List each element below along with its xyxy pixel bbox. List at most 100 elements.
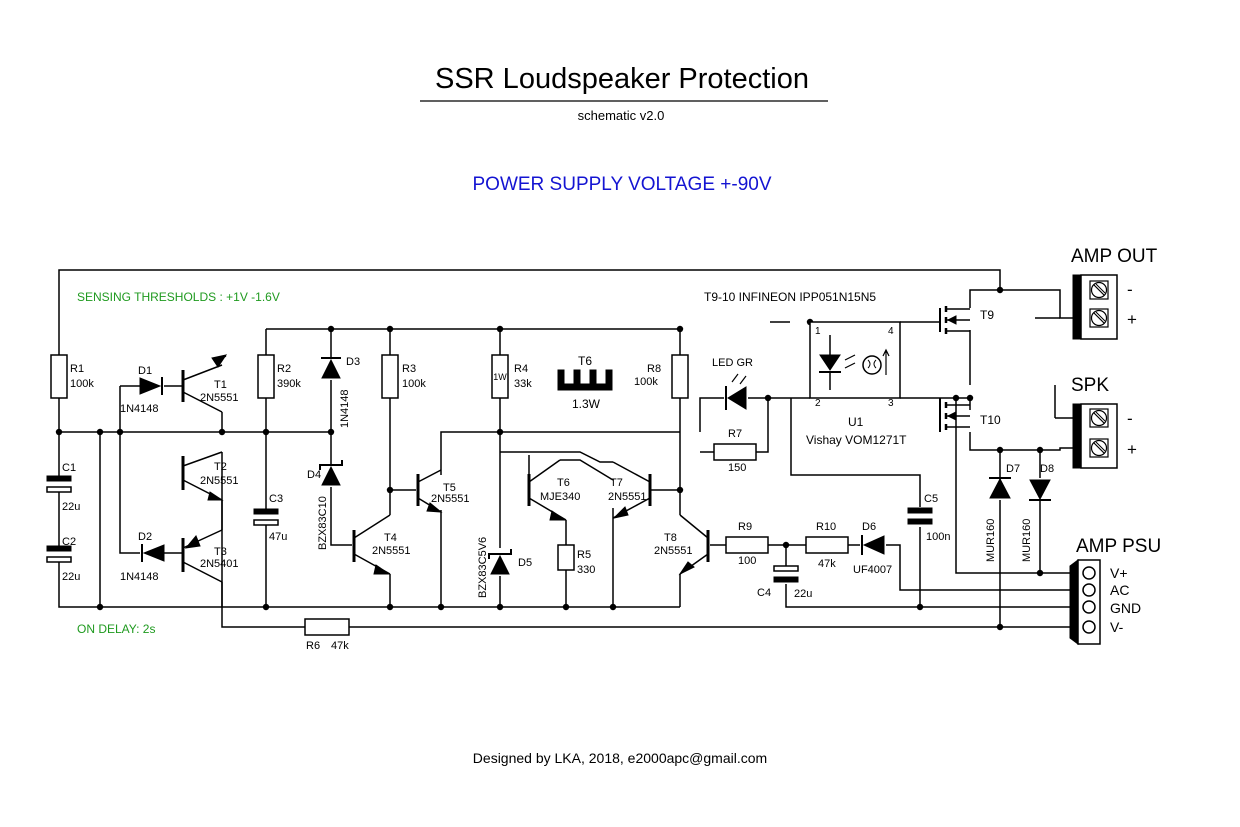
voltage-note: POWER SUPPLY VOLTAGE +-90V — [473, 174, 772, 195]
resistor-r6: R6 47k — [304, 618, 350, 652]
svg-text:D7: D7 — [1006, 463, 1020, 475]
svg-text:T3: T3 — [214, 546, 227, 558]
transistor-t4: T4 2N5551 — [352, 514, 411, 592]
resistor-r2: R2 390k — [257, 354, 301, 399]
svg-text:BZX83C10: BZX83C10 — [317, 496, 329, 550]
svg-text:47k: 47k — [818, 558, 836, 570]
capacitor-c4: C4 22u — [757, 565, 812, 600]
svg-text:47k: 47k — [331, 640, 349, 652]
svg-text:47u: 47u — [269, 531, 287, 543]
led-indicator: LED GR — [712, 357, 753, 410]
svg-text:2N5551: 2N5551 — [372, 545, 411, 557]
wires — [58, 269, 1090, 628]
svg-text:SPK: SPK — [1071, 375, 1109, 396]
svg-text:U1: U1 — [848, 415, 864, 429]
svg-text:T5: T5 — [443, 482, 456, 494]
transistor-t2: T2 2N5551 — [181, 451, 239, 530]
svg-text:T9: T9 — [980, 308, 994, 322]
svg-text:100: 100 — [738, 555, 756, 567]
svg-text:2N5551: 2N5551 — [608, 491, 647, 503]
svg-text:AMP PSU: AMP PSU — [1076, 536, 1161, 557]
diode-d1: D1 1N4148 — [120, 365, 163, 415]
diode-d2: D2 1N4148 — [120, 531, 165, 583]
capacitor-c5: C5 100n — [907, 493, 950, 543]
svg-text:T2: T2 — [214, 461, 227, 473]
svg-text:2N5551: 2N5551 — [431, 493, 470, 505]
svg-text:D5: D5 — [518, 557, 532, 569]
svg-text:R10: R10 — [816, 521, 836, 533]
mosfet-t10: T10 — [939, 398, 1001, 432]
svg-text:C3: C3 — [269, 493, 283, 505]
diode-d3: D3 1N4148 — [321, 356, 360, 428]
resistor-r5: R5 330 — [557, 544, 595, 576]
svg-text:C1: C1 — [62, 462, 76, 474]
heatsink-icon: T6 1.3W — [557, 354, 613, 411]
svg-text:R9: R9 — [738, 521, 752, 533]
zener-d4: D4 BZX83C10 — [307, 460, 343, 550]
svg-text:LED GR: LED GR — [712, 357, 753, 369]
svg-text:D2: D2 — [138, 531, 152, 543]
transistor-t3: T3 2N5401 — [181, 529, 239, 607]
connector-amp-psu: AMP PSU V+ AC GND V- — [1069, 536, 1161, 645]
svg-text:1.3W: 1.3W — [572, 397, 601, 411]
transistor-t1: T1 2N5551 — [181, 354, 239, 432]
svg-text:R8: R8 — [647, 363, 661, 375]
transistor-t8: T8 2N5551 — [654, 514, 710, 592]
svg-text:+: + — [1127, 310, 1137, 329]
svg-text:2N5551: 2N5551 — [200, 475, 239, 487]
connector-spk: SPK - + — [1071, 375, 1137, 469]
transistor-t6: T6 MJE340 — [527, 459, 614, 521]
svg-text:390k: 390k — [277, 378, 301, 390]
svg-text:AMP OUT: AMP OUT — [1071, 246, 1158, 267]
svg-text:2N5551: 2N5551 — [200, 392, 239, 404]
svg-text:100k: 100k — [402, 378, 426, 390]
resistor-r10: R10 47k — [805, 521, 849, 570]
svg-text:R1: R1 — [70, 363, 84, 375]
svg-text:33k: 33k — [514, 378, 532, 390]
svg-text:330: 330 — [577, 564, 595, 576]
capacitor-c3: C3 47u — [253, 493, 287, 543]
footer-credit: Designed by LKA, 2018, e2000apc@gmail.co… — [473, 750, 767, 766]
svg-text:V-: V- — [1110, 619, 1124, 635]
svg-text:R4: R4 — [514, 363, 528, 375]
optocoupler-u1: 1 4 2 3 U1 Vishay VOM1271T — [806, 321, 907, 447]
svg-text:C4: C4 — [757, 587, 771, 599]
svg-text:V+: V+ — [1110, 565, 1128, 581]
svg-text:C2: C2 — [62, 536, 76, 548]
svg-text:1: 1 — [815, 326, 821, 337]
svg-text:T6: T6 — [578, 354, 592, 368]
diode-d7: D7 MUR160 — [985, 463, 1020, 562]
on-delay-note: ON DELAY: 2s — [77, 622, 155, 636]
connector-amp-out: AMP OUT - + — [1071, 246, 1158, 340]
svg-text:GND: GND — [1110, 600, 1141, 616]
svg-text:22u: 22u — [62, 571, 80, 583]
svg-text:-: - — [1127, 409, 1133, 428]
svg-text:3: 3 — [888, 398, 894, 409]
svg-text:1N4148: 1N4148 — [120, 403, 159, 415]
svg-text:2N5401: 2N5401 — [200, 558, 239, 570]
svg-text:100k: 100k — [634, 376, 658, 388]
zener-d5: D5 BZX83C5V6 — [477, 537, 532, 598]
svg-text:T8: T8 — [664, 532, 677, 544]
svg-text:100n: 100n — [926, 531, 950, 543]
page-subtitle: schematic v2.0 — [578, 108, 665, 123]
svg-text:+: + — [1127, 440, 1137, 459]
transistor-t7: T7 2N5551 — [500, 451, 680, 519]
svg-text:D4: D4 — [307, 469, 321, 481]
diode-d8: D8 MUR160 — [1021, 463, 1054, 562]
svg-text:R6: R6 — [306, 640, 320, 652]
svg-text:MUR160: MUR160 — [985, 519, 997, 562]
resistor-r3: R3 100k — [381, 354, 426, 399]
svg-text:C5: C5 — [924, 493, 938, 505]
svg-text:Vishay VOM1271T: Vishay VOM1271T — [806, 433, 907, 447]
svg-text:22u: 22u — [794, 588, 812, 600]
thresholds-note: SENSING THRESHOLDS : +1V -1.6V — [77, 290, 280, 304]
svg-text:D6: D6 — [862, 521, 876, 533]
svg-text:R3: R3 — [402, 363, 416, 375]
resistor-r9: R9 100 — [725, 521, 769, 567]
svg-text:UF4007: UF4007 — [853, 564, 892, 576]
mosfet-t9: T9 — [939, 306, 994, 334]
svg-text:22u: 22u — [62, 501, 80, 513]
resistor-r8: R8 100k — [634, 354, 689, 399]
